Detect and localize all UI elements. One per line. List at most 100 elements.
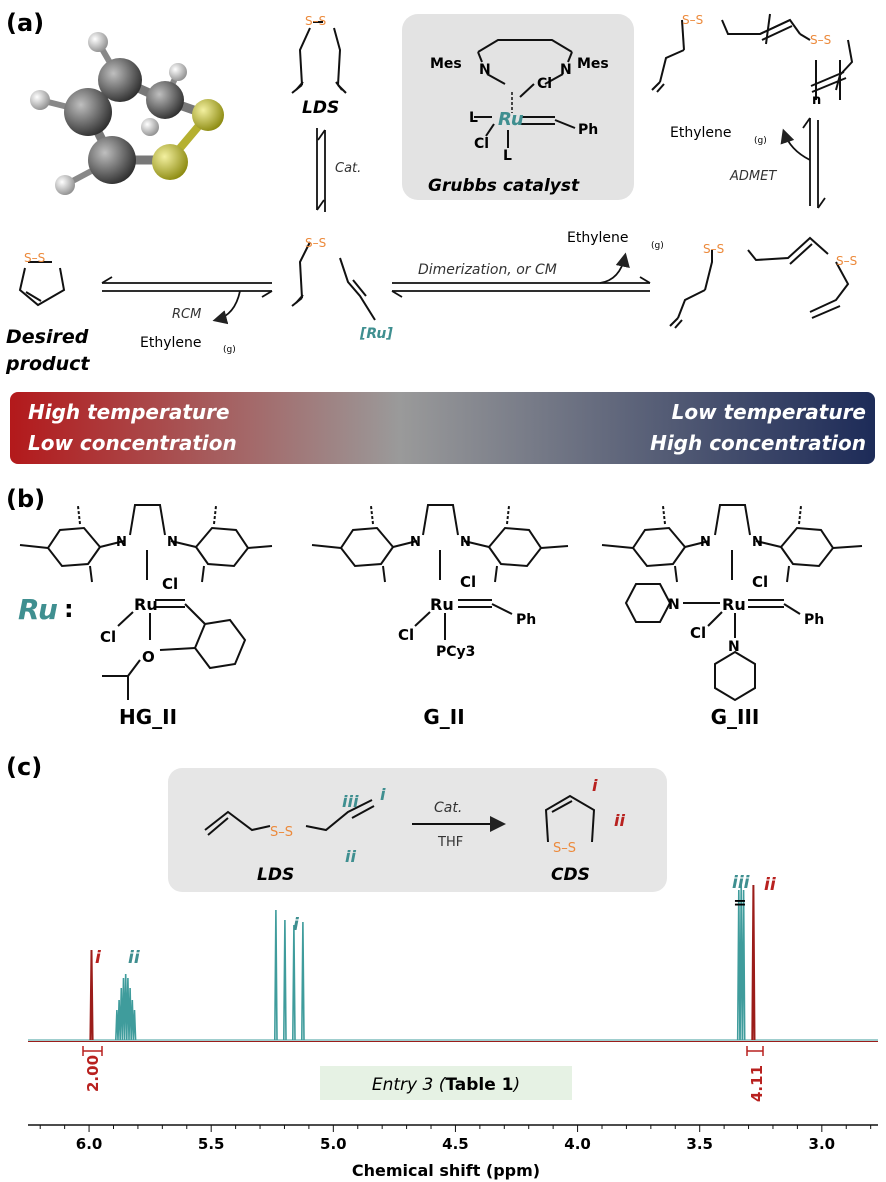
admet-polymer-structure (651, 13, 854, 100)
lds-label-iii: iii (342, 792, 359, 811)
g2-n2: N (460, 535, 471, 550)
lds-label-i: i (380, 785, 386, 804)
low-temperature-label: Low temperature (672, 400, 866, 424)
low-concentration-label: Low concentration (28, 431, 237, 455)
admet-equilibrium-arrows (780, 117, 826, 209)
g2-cl2: Cl (398, 626, 414, 644)
hg2-cl1: Cl (162, 575, 178, 593)
panel-a-label: (a) (6, 9, 44, 37)
g3-ru: Ru (722, 595, 746, 614)
lds-ss-label: S–S (305, 14, 326, 28)
integral-right-value: 4.11 (748, 1065, 766, 1102)
cat-label-c: Cat. (434, 800, 462, 816)
dimer-structure (669, 236, 850, 329)
catalyst-g3-structure (601, 504, 863, 702)
rcm-equilibrium-arrows (101, 276, 273, 325)
g3-n-pyr2: N (728, 639, 740, 655)
red-peak-label-ii: ii (764, 875, 777, 895)
cl2-label: Cl (474, 136, 489, 152)
panel-c-label: (c) (6, 753, 42, 781)
integral-marks (82, 1046, 764, 1056)
lds-c-ss: S–S (270, 825, 293, 840)
panel-b-label: (b) (6, 485, 45, 513)
hg2-cl2: Cl (100, 628, 116, 646)
ethylene-label-top: Ethylene (670, 125, 731, 141)
hg2-n2: N (167, 535, 178, 550)
cds-label-ii: ii (614, 811, 625, 830)
rcm-label: RCM (172, 307, 201, 322)
dimerization-label: Dimerization, or CM (418, 262, 557, 278)
catalyst-hg2-structure (19, 504, 273, 700)
g3-ph: Ph (804, 612, 824, 628)
intermediate-ss: S–S (305, 236, 326, 250)
x-tick-label: 6.0 (76, 1135, 103, 1153)
dimer-ss-2: S–S (836, 254, 857, 268)
dimerization-arrows (391, 252, 651, 298)
desired-label-1: Desired (6, 326, 89, 348)
hg2-ru: Ru (134, 595, 158, 614)
ru-label-grubbs: Ru (498, 109, 524, 130)
l1-label: L (469, 110, 478, 126)
ru-intermediate-structure (291, 241, 376, 321)
ru-tag: [Ru] (359, 326, 393, 342)
lds-label-ii: ii (345, 847, 356, 866)
teal-peak-i (274, 909, 305, 1041)
cds-ss: S–S (553, 841, 576, 856)
hg2-o: O (142, 648, 155, 666)
x-axis: 6.0 5.5 5.0 4.5 4.0 3.5 3.0 (28, 1124, 878, 1153)
catalyst-g2-structure (311, 504, 569, 640)
g2-cl1: Cl (460, 573, 476, 591)
ethylene-label-mid: Ethylene (567, 230, 628, 246)
high-concentration-label: High concentration (650, 431, 866, 455)
mes-right-label: Mes (577, 56, 609, 72)
desired-label-2: product (5, 353, 90, 375)
ethylene-top-gas: (g) (754, 136, 767, 146)
g2-ph: Ph (516, 612, 536, 628)
desired-ss: S–S (24, 251, 45, 265)
g3-n2: N (752, 535, 763, 550)
teal-peak-label-iii: iii (732, 873, 751, 893)
x-axis-label: Chemical shift (ppm) (352, 1161, 540, 1180)
dimer-ss-1: S–S (703, 242, 724, 256)
teal-peak-label-ii: ii (128, 948, 141, 968)
equilibrium-arrows-vertical (316, 128, 326, 212)
x-tick-label: 4.0 (564, 1135, 591, 1153)
lds-label-c: LDS (257, 865, 294, 885)
x-tick-label: 3.5 (686, 1135, 713, 1153)
cl1-label: Cl (537, 76, 552, 92)
n1-label: N (479, 62, 491, 78)
teal-peak-label-i: i (293, 915, 300, 935)
grubbs-catalyst-box (402, 14, 634, 200)
hg2-n1: N (116, 535, 127, 550)
g2-n1: N (410, 535, 421, 550)
ethylene-rcm-gas: (g) (223, 345, 236, 355)
grubbs-title: Grubbs catalyst (428, 176, 580, 196)
x-tick-label: 5.0 (320, 1135, 347, 1153)
cds-label-c: CDS (551, 865, 590, 885)
lds-structure-top (291, 21, 347, 94)
high-temperature-label: High temperature (28, 400, 230, 424)
teal-peak-ii (115, 973, 137, 1041)
molecule-3d-model (30, 32, 224, 195)
g2-ru: Ru (430, 595, 454, 614)
lds-label-a: LDS (302, 98, 339, 118)
entry-label: Entry 3 (Table 1) (372, 1075, 520, 1095)
x-tick-label: 4.5 (442, 1135, 469, 1153)
x-tick-label: 3.0 (809, 1135, 836, 1153)
conditions-gradient-bar (10, 392, 875, 464)
polymer-ss-2: S–S (810, 33, 831, 47)
ph-label: Ph (578, 122, 598, 138)
g3-cl2: Cl (690, 624, 706, 642)
ru-colon: : (64, 595, 74, 623)
ethylene-label-rcm: Ethylene (140, 335, 201, 351)
entry-label-box (320, 1066, 572, 1100)
x-tick-label: 5.5 (198, 1135, 225, 1153)
integral-left-value: 2.00 (84, 1055, 102, 1092)
g2-pcy3: PCy3 (436, 644, 475, 660)
desired-product-structure (18, 261, 66, 307)
polymer-n-subscript: n (812, 93, 821, 108)
overlap-marker: = (733, 893, 746, 912)
cat-label-a: Cat. (335, 161, 361, 176)
teal-peak-iii (736, 884, 746, 1041)
